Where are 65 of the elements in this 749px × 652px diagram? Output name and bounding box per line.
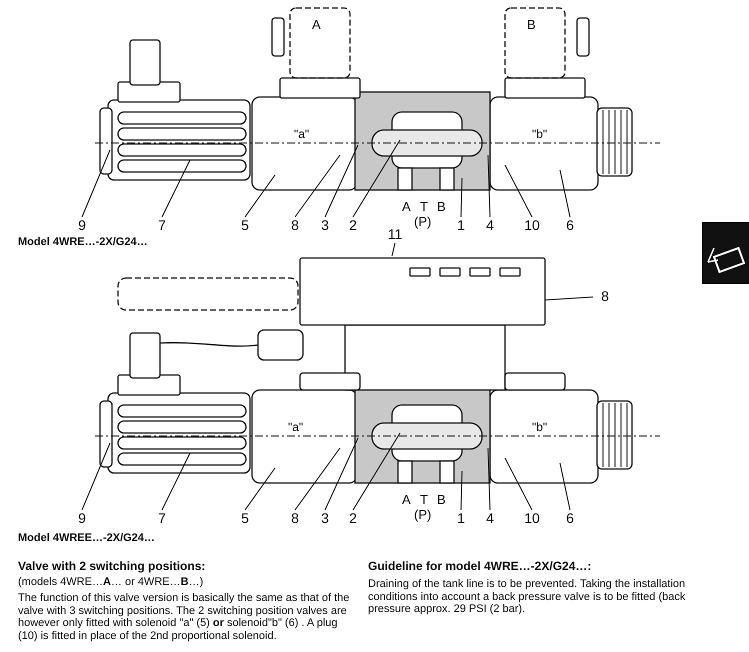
- callout-number: 11: [384, 226, 406, 242]
- callout-number: 5: [234, 217, 256, 234]
- leader-line: [544, 296, 594, 300]
- port-label: (P): [414, 508, 432, 523]
- callout-number: 2: [342, 510, 364, 526]
- callout-number: 7: [151, 510, 173, 526]
- callout-number: 6: [559, 217, 581, 234]
- callout-number: 6: [559, 510, 581, 526]
- body-paragraph: The function of this valve version is basically the same as that of the valve with 3 switching positions. The 2 switching position valves are however only fitted with solenoid "a" (5) or solenoid"b" (6) . A plug (10) is fitted in place of the 2nd proportional solenoid.: [18, 592, 350, 643]
- leader-line: [352, 140, 400, 218]
- section-heading: Guideline for model 4WRE…-2X/G24…:: [368, 560, 592, 574]
- callout-number: 8: [284, 510, 306, 526]
- section-heading: Valve with 2 switching positions:: [18, 560, 206, 574]
- leader-line: [560, 462, 570, 510]
- leader-line: [392, 242, 396, 256]
- port-label: T: [420, 493, 428, 508]
- port-label: B: [437, 200, 446, 215]
- callout-number: 8: [594, 288, 616, 304]
- callout-number: 9: [71, 510, 93, 526]
- port-label: T: [420, 200, 428, 215]
- callout-number: 2: [342, 217, 364, 234]
- leader-line: [244, 468, 276, 510]
- subheading: (models 4WRE…A… or 4WRE…B…): [18, 576, 204, 589]
- leader-line: [352, 432, 400, 510]
- callout-number: 3: [314, 217, 336, 234]
- part-label: "a": [294, 128, 310, 142]
- leader-line: [244, 174, 276, 218]
- callout-number: 10: [521, 217, 543, 234]
- port-label: B: [437, 493, 446, 508]
- leader-line: [504, 164, 532, 218]
- callout-number: 9: [71, 217, 93, 234]
- leader-line: [162, 452, 190, 510]
- callout-number: 10: [521, 510, 543, 526]
- port-label: (P): [414, 215, 432, 230]
- leader-line: [324, 438, 358, 510]
- leader-line: [488, 448, 490, 510]
- callout-number: 7: [151, 217, 173, 234]
- callout-number: 8: [284, 217, 306, 234]
- figure-caption: Model 4WRE…-2X/G24…: [18, 236, 148, 249]
- leader-line: [294, 448, 340, 510]
- part-label: A: [312, 18, 321, 33]
- leader-line: [324, 144, 358, 218]
- callout-number: 1: [450, 217, 472, 234]
- leader-line: [82, 150, 110, 218]
- body-paragraph: Draining of the tank line is to be prevented. Taking the installation conditions into account a back pressure valve is to be fitted (back pressure approx. 29 PSI (2 bar).: [368, 578, 686, 616]
- leader-line: [162, 160, 190, 218]
- leader-line: [560, 170, 570, 218]
- callout-number: 3: [314, 510, 336, 526]
- leader-line: [460, 178, 462, 218]
- leader-line: [460, 470, 462, 510]
- part-label: "b": [532, 128, 548, 142]
- callout-number: 4: [479, 217, 501, 234]
- callout-number: 4: [479, 510, 501, 526]
- leader-line: [488, 154, 490, 218]
- leader-line: [82, 442, 110, 510]
- port-label: A: [402, 493, 411, 508]
- part-label: "b": [532, 421, 548, 435]
- part-label: "a": [288, 421, 304, 435]
- callout-number: 1: [450, 510, 472, 526]
- leader-line: [294, 154, 340, 218]
- callout-number: 5: [234, 510, 256, 526]
- part-label: B: [527, 18, 536, 33]
- port-label: A: [402, 200, 411, 215]
- leader-line: [504, 458, 532, 510]
- figure-caption: Model 4WREE…-2X/G24…: [18, 532, 155, 545]
